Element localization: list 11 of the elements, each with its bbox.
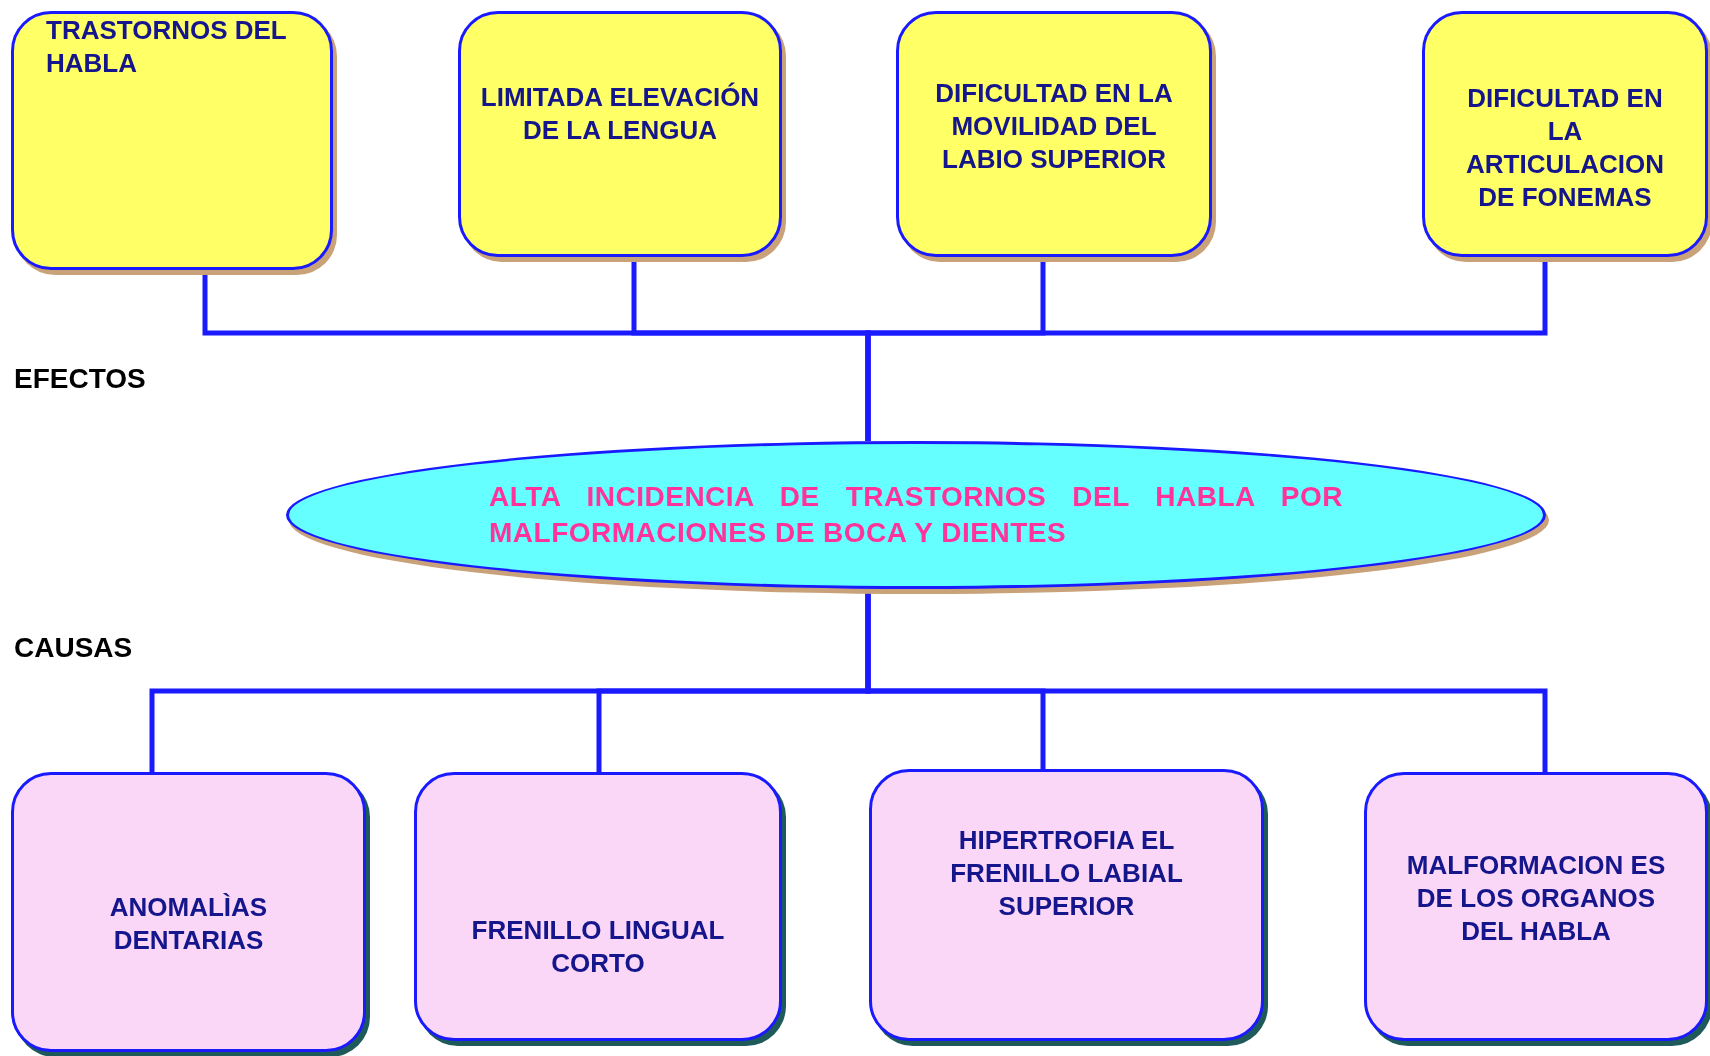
effect-text: DIFICULTAD EN LA MOVILIDAD DEL LABIO SUPERIOR [934, 76, 1174, 176]
section-label: EFECTOS [14, 362, 146, 396]
cause-text: FRENILLO LINGUAL CORTO [470, 913, 726, 980]
problem-text: ALTA INCIDENCIA DE TRASTORNOS DEL HABLA POR MALFORMACIONES DE BOCA Y DIENTES [489, 480, 1343, 550]
section-label: CAUSAS [14, 631, 133, 665]
effect-text: TRASTORNOS DEL HABLA [46, 14, 288, 80]
effect-text: LIMITADA ELEVACIÓN DE LA LENGUA [479, 81, 761, 147]
cause-text: MALFORMACION ES DE LOS ORGANOS DEL HABLA [1405, 849, 1667, 948]
effect-text: DIFICULTAD EN LA ARTICULACION DE FONEMAS [1465, 82, 1665, 214]
cause-text: HIPERTROFIA EL FRENILLO LABIAL SUPERIOR [949, 823, 1184, 923]
cause-text: ANOMALÌAS DENTARIAS [108, 891, 269, 957]
